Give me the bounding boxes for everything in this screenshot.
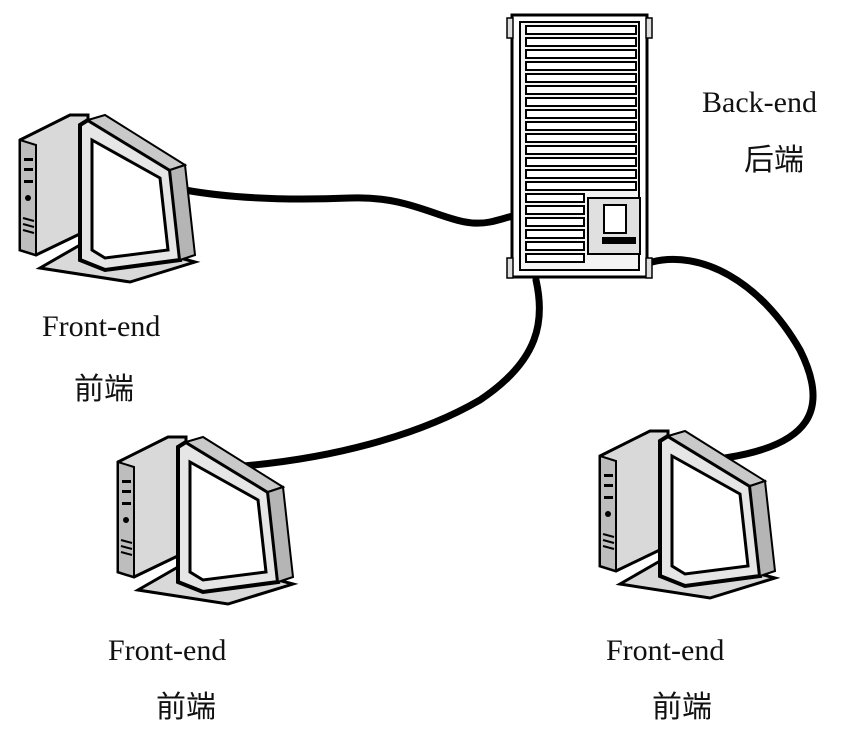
server-rack-icon [506, 13, 653, 279]
frontend-computer-icon-1 [18, 113, 197, 284]
rack-slot [525, 25, 637, 35]
rack-slot [525, 73, 637, 83]
rack-slot [525, 121, 637, 131]
rack-slot [525, 169, 637, 179]
rack-slot [525, 205, 585, 215]
frontend-1-label-zh: 前端 [74, 372, 134, 407]
frontend-2-label-en: Front-end [108, 634, 227, 667]
rack-slot [525, 109, 637, 119]
backend-label-zh: 后端 [744, 143, 804, 178]
rack-slot [525, 217, 585, 227]
cable-frontend-3 [648, 255, 817, 462]
frontend-2-label-zh: 前端 [156, 690, 216, 725]
frontend-3-label-zh: 前端 [652, 690, 712, 725]
rack-slot [525, 97, 637, 107]
rack-slot [525, 37, 637, 47]
rack-slot [525, 193, 585, 203]
rack-slot [525, 61, 637, 71]
rack-slot [525, 229, 585, 239]
backend-label-en: Back-end [702, 86, 817, 119]
frontend-3-label-en: Front-end [606, 634, 725, 667]
rack-slot [525, 253, 585, 263]
rack-slot [525, 181, 637, 191]
rack-slot [525, 145, 637, 155]
rack-slot [525, 49, 637, 59]
rack-slot [525, 133, 637, 143]
cable-frontend-2 [226, 276, 543, 471]
frontend-1-label-en: Front-end [42, 310, 161, 343]
rack-slot [525, 157, 637, 167]
rack-slot [525, 241, 585, 251]
rack-slot [525, 85, 637, 95]
